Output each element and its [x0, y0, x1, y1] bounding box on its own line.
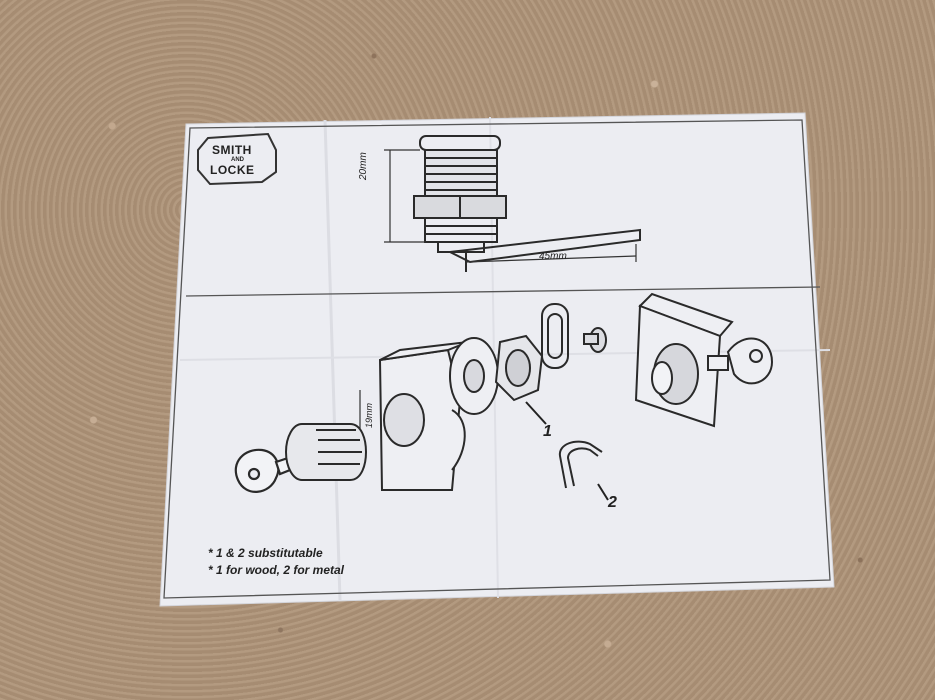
section-divider [185, 286, 821, 297]
length-dimension-label: 45mm [539, 251, 567, 262]
mounting-plate [378, 341, 469, 491]
brand-line-1: SMITH [212, 143, 252, 157]
washer [449, 337, 499, 415]
brand-line-3: LOCKE [210, 163, 255, 177]
callout-line-2 [597, 483, 609, 501]
assembled-lock [634, 292, 774, 428]
length-dimension-line [465, 244, 637, 263]
thickness-dimension-label: 19mm [364, 402, 374, 428]
cam-lever [541, 303, 569, 369]
height-dimension-label: 20mm [358, 152, 369, 180]
callout-number-2: 2 [608, 494, 617, 511]
note-line-1: * 1 & 2 substitutable [208, 546, 323, 560]
u-clip [558, 440, 603, 489]
hex-nut [494, 334, 544, 402]
brand-line-2: AND [231, 157, 244, 163]
height-dimension-line [384, 149, 425, 243]
callout-line-1 [525, 401, 547, 425]
printed-border [163, 119, 831, 599]
paper-fold [323, 119, 342, 601]
note-line-2: * 1 for wood, 2 for metal [208, 563, 345, 577]
callout-number-1: 1 [543, 423, 552, 440]
lock-cylinder [285, 423, 368, 481]
cylinder-side-view [413, 135, 641, 272]
brand-logo [197, 132, 277, 186]
screw [583, 327, 607, 353]
